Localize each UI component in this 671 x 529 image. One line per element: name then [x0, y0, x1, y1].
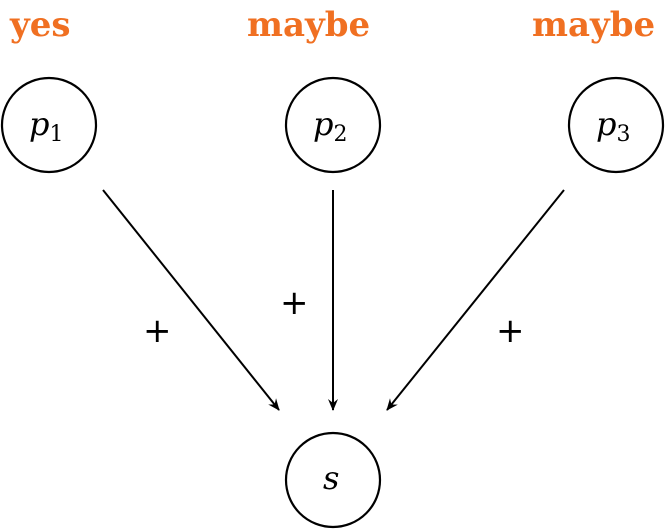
- node-p2-label: p2: [313, 105, 347, 147]
- node-s-circle: [284, 431, 382, 529]
- node-p1-label: p1: [29, 105, 63, 147]
- edge-p3-s: [386, 189, 565, 411]
- node-p1: p1: [0, 76, 98, 174]
- node-p3-label: p3: [596, 105, 630, 147]
- node-s-symbol: s: [323, 459, 339, 497]
- node-p1-subscript: 1: [49, 122, 63, 147]
- status-label-p1: yes: [9, 5, 71, 45]
- edge-sign-p2-s: +: [280, 283, 309, 323]
- node-p2-subscript: 2: [333, 122, 347, 147]
- node-p3-symbol: p: [596, 105, 616, 143]
- node-s: s: [284, 431, 382, 529]
- node-p3-circle: [567, 76, 665, 174]
- node-p3-subscript: 3: [616, 122, 630, 147]
- node-p1-circle: [0, 76, 98, 174]
- status-label-p2: maybe: [247, 5, 370, 45]
- node-p1-symbol: p: [29, 105, 49, 143]
- node-p2-symbol: p: [313, 105, 333, 143]
- edge-sign-p3-s: +: [496, 311, 525, 351]
- node-p2: p2: [284, 76, 382, 174]
- edge-sign-p1-s: +: [143, 311, 172, 351]
- node-p2-circle: [284, 76, 382, 174]
- node-s-label: s: [323, 459, 339, 497]
- node-p3: p3: [567, 76, 665, 174]
- edge-p1-s: [102, 189, 280, 411]
- status-label-p3: maybe: [532, 5, 655, 45]
